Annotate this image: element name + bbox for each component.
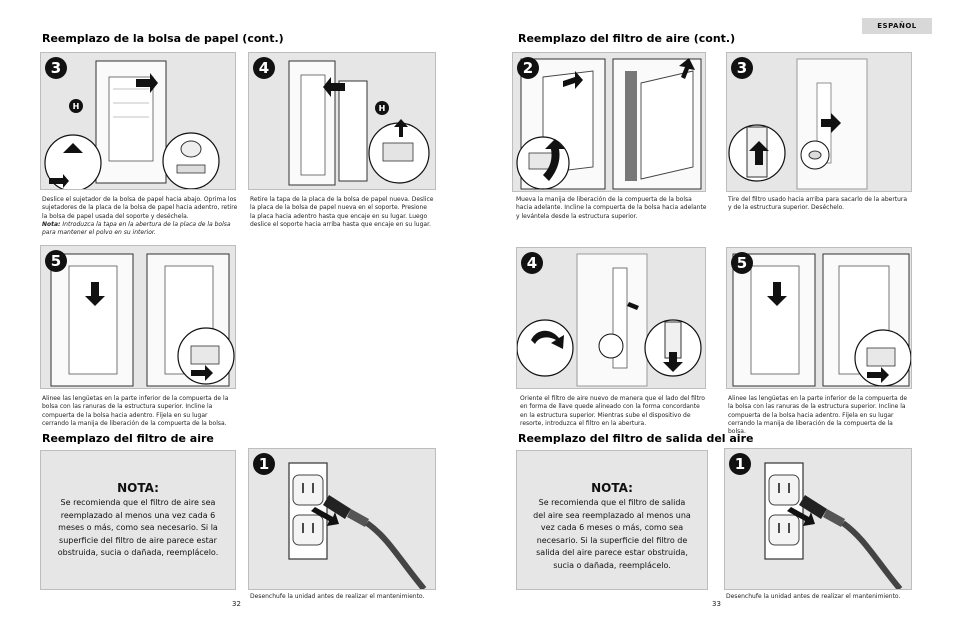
page-number-right: 33	[712, 600, 721, 608]
vacuum-illustration	[44, 60, 220, 189]
illustration-left-step-5: 5	[40, 245, 236, 389]
vacuum-illustration	[516, 58, 702, 190]
nota-text: Se recomienda que el filtro de aire sea …	[57, 498, 219, 557]
heading-air-filter: Reemplazo del filtro de aire	[42, 432, 214, 445]
vacuum-illustration	[732, 253, 911, 387]
illustration-left-step-4: 4 H	[248, 52, 436, 190]
step-number: 4	[521, 252, 543, 274]
caption-right-step-4: Oriente el filtro de aire nuevo de maner…	[520, 395, 705, 427]
outlet-plug-illustration	[288, 462, 427, 589]
caption-right-step-2: Mueva la manija de liberación de la comp…	[516, 196, 707, 220]
part-marker-h: H	[375, 101, 389, 115]
caption-right-step-3: Tire del filtro usado hacia arriba para …	[728, 196, 908, 212]
vacuum-illustration	[728, 58, 868, 190]
nota-box-right: NOTA: Se recomienda que el filtro de sal…	[516, 450, 708, 590]
step-number: 5	[731, 252, 753, 274]
illustration-right-step-5: 5	[726, 247, 912, 389]
nota-text: Se recomienda que el filtro de salida de…	[533, 498, 691, 570]
heading-air-filter-cont: Reemplazo del filtro de aire (cont.)	[518, 32, 736, 45]
step-number: 4	[253, 57, 275, 79]
nota-title: NOTA:	[117, 481, 159, 495]
caption-left-step-4: Retire la tapa de la placa de la bolsa d…	[250, 196, 434, 228]
footer-note-left: Desenchufe la unidad antes de realizar e…	[250, 593, 425, 600]
heading-exhaust-filter: Reemplazo del filtro de salida del aire	[518, 432, 754, 445]
caption-left-step-5: Alinee las lengüetas en la parte inferio…	[42, 395, 229, 427]
language-badge: ESPAÑOL	[862, 18, 932, 34]
heading-bag-replacement: Reemplazo de la bolsa de papel (cont.)	[42, 32, 284, 45]
page-number-left: 32	[232, 600, 241, 608]
illustration-right-step-4: 4	[516, 247, 706, 389]
vacuum-illustration	[517, 253, 702, 387]
step-number: 2	[517, 57, 539, 79]
step-number: 3	[731, 57, 753, 79]
illustration-left-step-3: 3 H	[40, 52, 236, 190]
caption-left-step-3: Deslice el sujetador de la bolsa de pape…	[42, 196, 238, 237]
step-number: 3	[45, 57, 67, 79]
illustration-right-step-1: 1	[724, 448, 912, 590]
footer-note-right: Desenchufe la unidad antes de realizar e…	[726, 593, 901, 600]
nota-title: NOTA:	[591, 481, 633, 495]
step-number: 1	[253, 453, 275, 475]
step-number: 5	[45, 250, 67, 272]
step-number: 1	[729, 453, 751, 475]
nota-box-left: NOTA: Se recomienda que el filtro de air…	[40, 450, 236, 590]
illustration-right-step-2: 2	[512, 52, 706, 192]
part-marker-h: H	[69, 99, 83, 113]
illustration-right-step-3: 3	[726, 52, 912, 192]
caption-right-step-5: Alinee las lengüetas en la parte inferio…	[728, 395, 908, 436]
illustration-left-step-1: 1	[248, 448, 436, 590]
vacuum-illustration	[288, 60, 430, 186]
vacuum-illustration	[50, 253, 235, 387]
outlet-plug-illustration	[764, 462, 903, 589]
